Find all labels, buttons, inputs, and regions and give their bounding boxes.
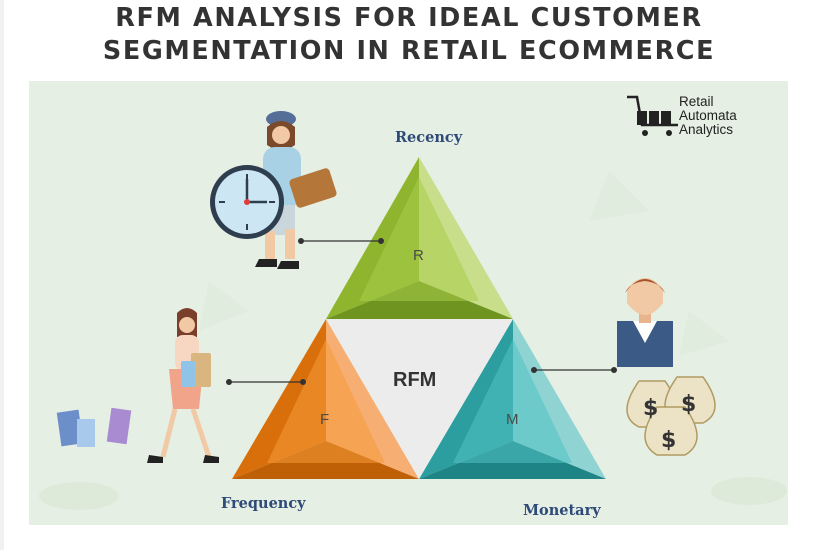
clock-icon <box>210 165 284 239</box>
rfm-center-label: RFM <box>393 369 437 391</box>
background-decoration <box>39 171 787 510</box>
page-title: RFM ANALYSIS FOR IDEAL CUSTOMER SEGMENTA… <box>0 2 818 68</box>
woman-with-shopping-bags-illustration <box>56 308 219 463</box>
rfm-diagram: $ $ $ <box>39 95 787 510</box>
logo-line-2: Automata <box>679 108 737 123</box>
shopping-cart-icon <box>627 95 678 136</box>
recency-pyramid <box>326 157 513 319</box>
page-edge <box>0 0 4 550</box>
money-bags-icon: $ $ $ <box>626 376 716 456</box>
monetary-label: Monetary <box>523 502 601 519</box>
man-with-money-bags-illustration <box>617 278 673 367</box>
monetary-letter: M <box>506 411 519 428</box>
title-line-1: RFM ANALYSIS FOR IDEAL CUSTOMER <box>115 3 703 33</box>
recency-letter: R <box>413 247 424 264</box>
svg-text:$: $ <box>643 396 658 421</box>
logo-line-3: Analytics <box>679 122 734 137</box>
recency-label: Recency <box>395 129 463 146</box>
connector-lines <box>229 240 614 383</box>
connector-dots <box>226 238 617 385</box>
title-line-2: SEGMENTATION IN RETAIL ECOMMERCE <box>102 36 716 66</box>
svg-text:$: $ <box>681 392 696 417</box>
rfm-infographic: $ $ $ Retail Automata Analytics Recency … <box>29 81 788 525</box>
frequency-letter: F <box>320 411 330 428</box>
logo-line-1: Retail <box>679 94 714 109</box>
rfm-center-triangle <box>326 319 513 479</box>
logo-wordmark: Retail Automata Analytics <box>679 95 737 137</box>
frequency-label: Frequency <box>221 495 306 512</box>
svg-text:$: $ <box>661 428 676 453</box>
